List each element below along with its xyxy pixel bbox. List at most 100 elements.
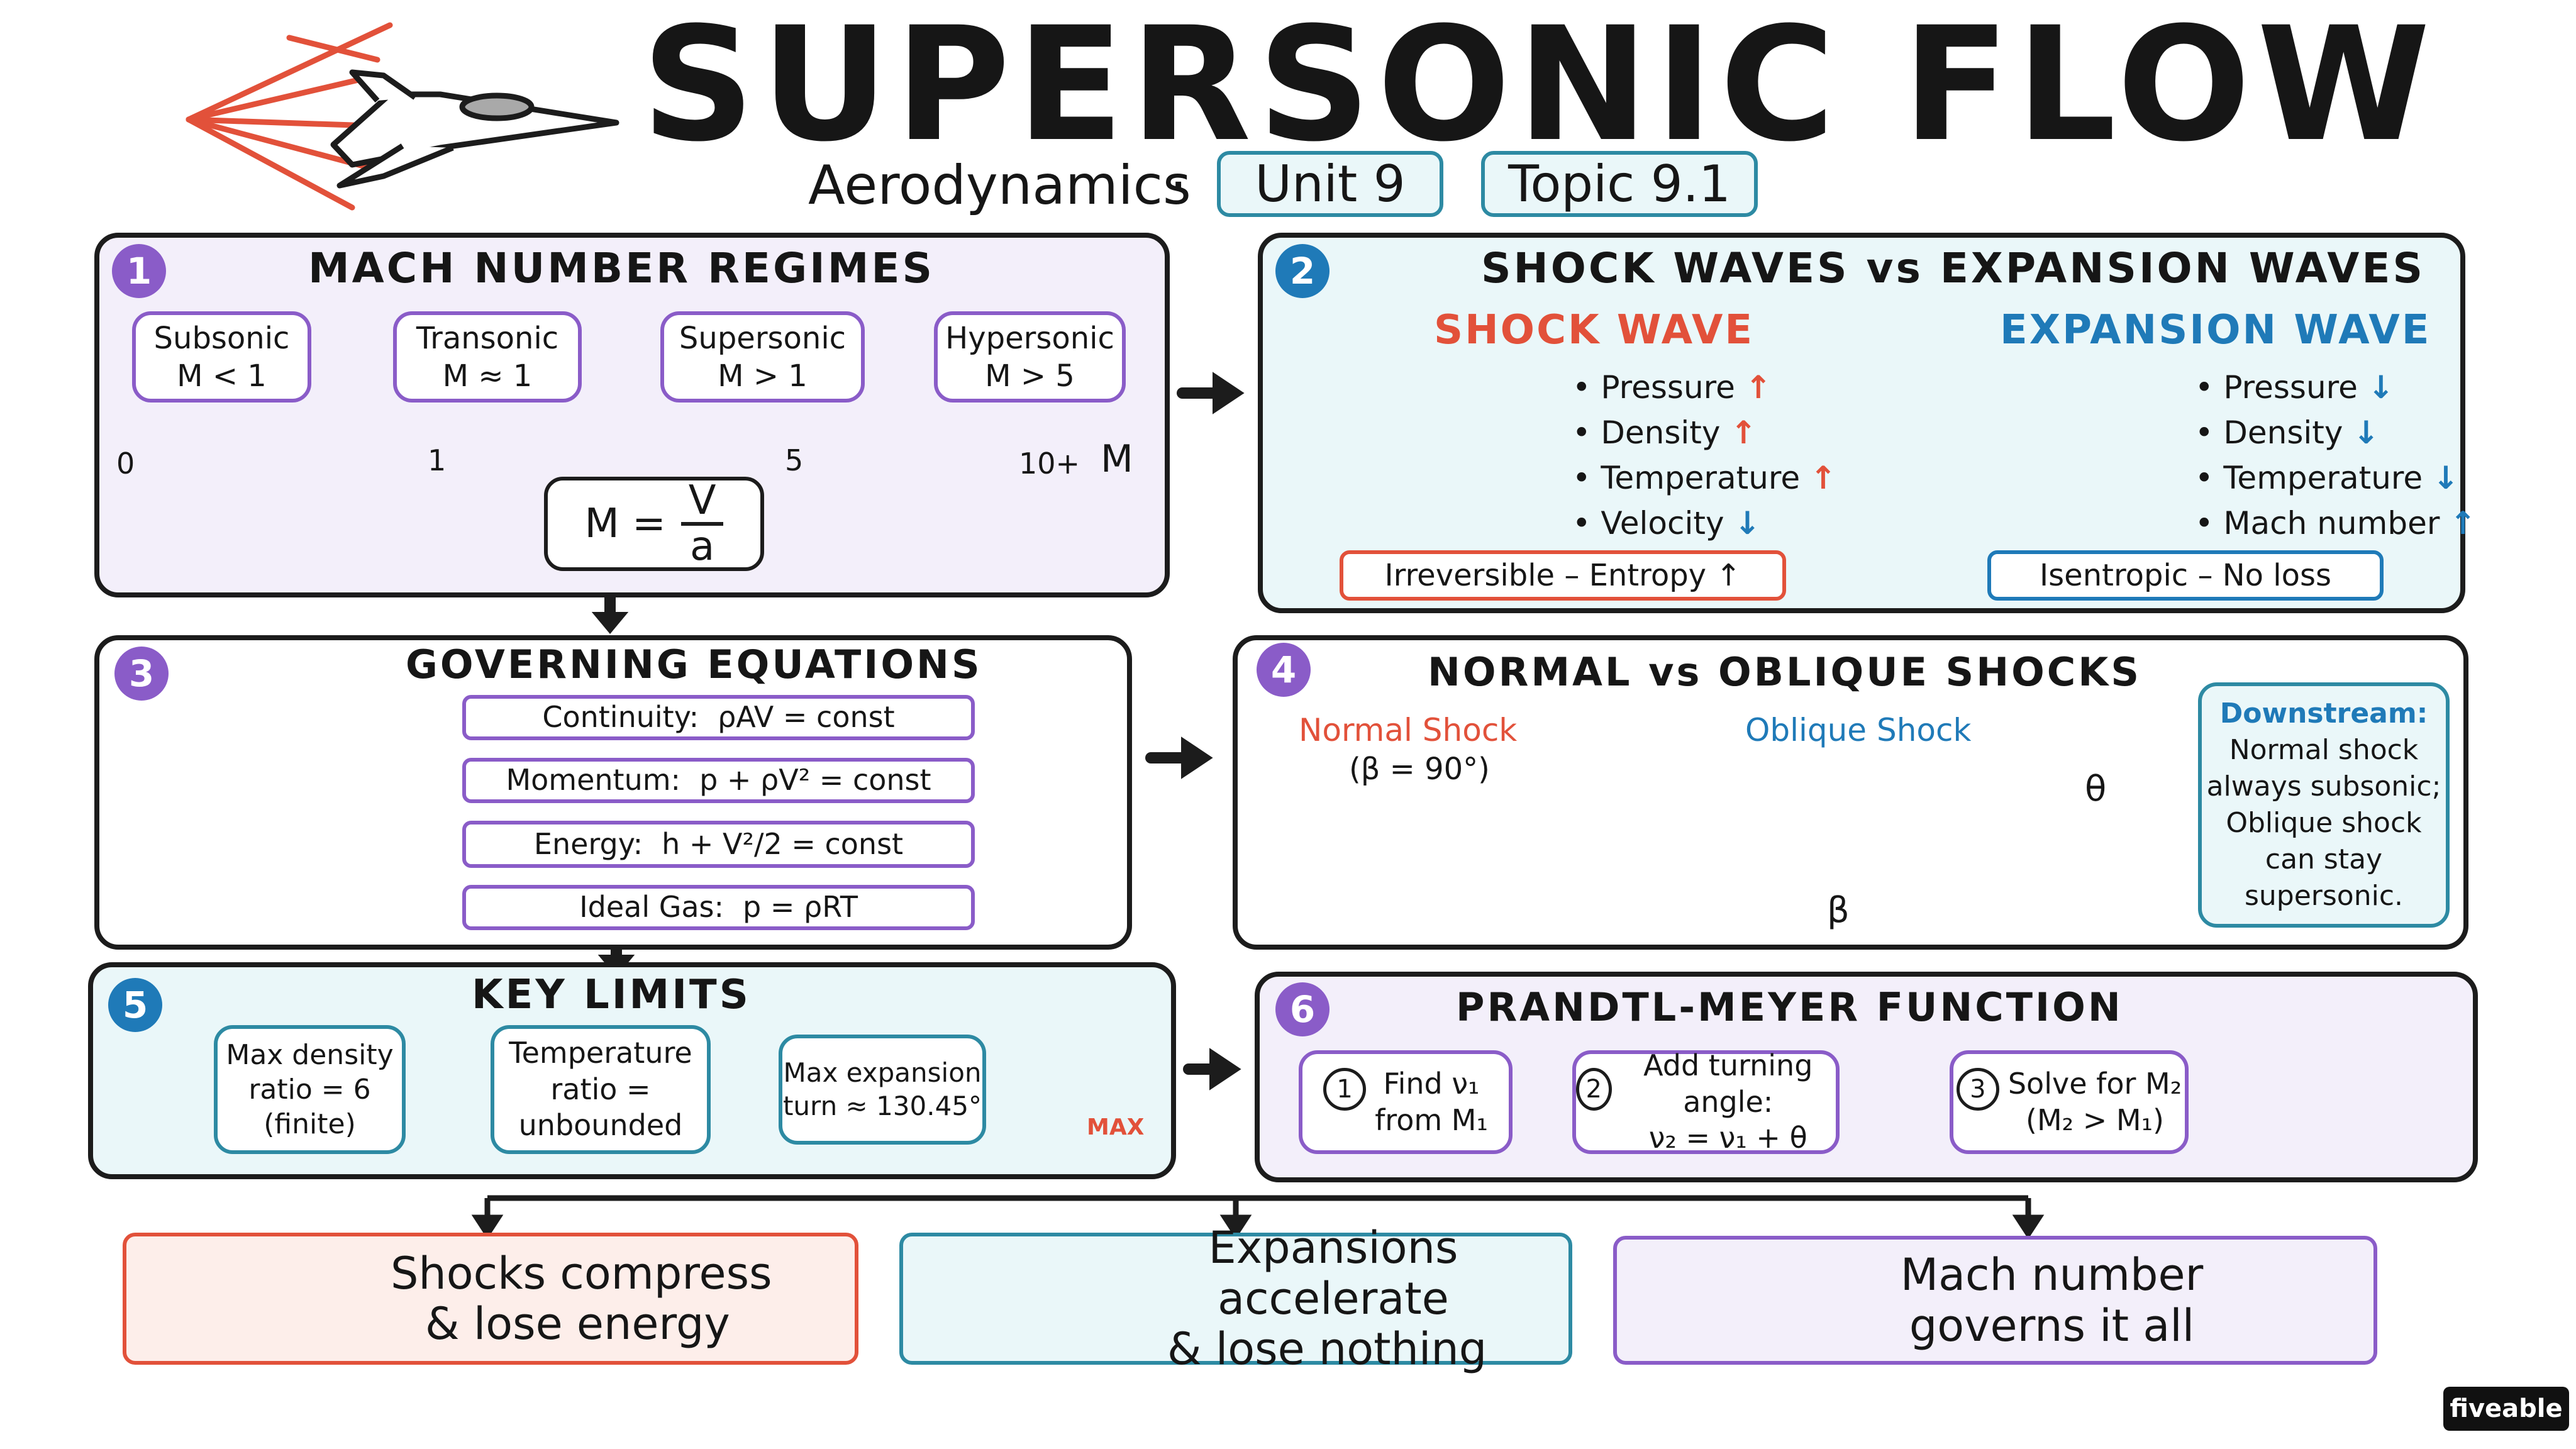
expansion-properties-list: • Pressure ↓ • Density ↓ • Temperature ↓… bbox=[2195, 365, 2476, 546]
panel3-title: GOVERNING EQUATIONS bbox=[406, 641, 982, 687]
limit-line: Max expansion bbox=[783, 1057, 982, 1088]
header-separator: · bbox=[1170, 154, 1187, 217]
panel3-number: 3 bbox=[114, 647, 169, 701]
downstream-title: Downstream: bbox=[2219, 697, 2428, 730]
shock-prop-temperature: • Temperature ↑ bbox=[1572, 460, 1836, 496]
brand-text: fiveable bbox=[2450, 1394, 2563, 1423]
equation-name: Ideal Gas: bbox=[579, 890, 724, 924]
expansion-note-text: Isentropic – No loss bbox=[2040, 558, 2331, 593]
formula-lhs: M = bbox=[584, 501, 666, 547]
limit-line: Max density bbox=[226, 1039, 394, 1071]
axis-tick-0: 0 bbox=[116, 447, 135, 480]
equation-name: Energy: bbox=[533, 826, 643, 861]
takeaway-expansions: Expansions accelerate & lose nothing bbox=[899, 1223, 1572, 1374]
equation-expression: p + ρV² = const bbox=[699, 763, 931, 797]
step-line: Find ν₁ bbox=[1383, 1067, 1480, 1101]
regime-subsonic: Subsonic M < 1 bbox=[132, 311, 311, 402]
exp-prop-mach: • Mach number ↑ bbox=[2195, 505, 2477, 541]
regime-name: Transonic bbox=[416, 320, 559, 356]
panel6-title: PRANDTL-MEYER FUNCTION bbox=[1456, 984, 2123, 1030]
axis-tick-1: 1 bbox=[428, 443, 447, 477]
step-number-badge: 2 bbox=[1576, 1068, 1612, 1111]
downstream-line: always subsonic; bbox=[2206, 770, 2441, 802]
jet-speed-lines-icon bbox=[186, 22, 393, 211]
panel-shock-vs-expansion bbox=[1258, 233, 2465, 613]
normal-shock-angle: (β = 90°) bbox=[1349, 752, 1490, 787]
regime-condition: M > 5 bbox=[985, 358, 1075, 394]
step-number-badge: 1 bbox=[1323, 1068, 1367, 1111]
shock-note: Irreversible – Entropy ↑ bbox=[1340, 550, 1786, 601]
shock-prop-density: • Density ↑ bbox=[1572, 414, 1757, 451]
beta-label: β bbox=[1827, 890, 1850, 931]
limit-line: Temperature bbox=[509, 1036, 692, 1070]
subject-label: Aerodynamics bbox=[808, 154, 1191, 217]
step-number-badge: 3 bbox=[1956, 1068, 1999, 1111]
oblique-shock-label: Oblique Shock bbox=[1745, 712, 1972, 748]
step-line: (M₂ > M₁) bbox=[2026, 1102, 2164, 1137]
exp-prop-temperature: • Temperature ↓ bbox=[2195, 460, 2459, 496]
regime-condition: M > 1 bbox=[718, 358, 808, 394]
exp-prop-pressure: • Pressure ↓ bbox=[2195, 369, 2394, 406]
step-line: ν₂ = ν₁ + θ bbox=[1648, 1121, 1807, 1155]
limit-temperature: Temperature ratio = unbounded bbox=[491, 1025, 711, 1154]
jet-icon bbox=[330, 69, 619, 189]
step-solve-m2: 3 Solve for M₂ (M₂ > M₁) bbox=[1950, 1050, 2189, 1154]
page-title: SUPERSONIC FLOW bbox=[641, 0, 2437, 176]
shock-wave-heading: SHOCK WAVE bbox=[1434, 307, 1755, 353]
equation-momentum: Momentum: p + ρV² = const bbox=[462, 758, 975, 803]
step-find-nu1: 1 Find ν₁ from M₁ bbox=[1299, 1050, 1513, 1154]
expansion-note: Isentropic – No loss bbox=[1987, 550, 2384, 601]
takeaway-shocks: Shocks compress & lose energy bbox=[123, 1233, 858, 1365]
equation-expression: p = ρRT bbox=[743, 890, 858, 924]
limit-line: turn ≈ 130.45° bbox=[782, 1090, 982, 1121]
shock-properties-list: • Pressure ↑ • Density ↑ • Temperature ↑… bbox=[1572, 365, 1836, 546]
downstream-note: Downstream: Normal shock always subsonic… bbox=[2198, 682, 2450, 928]
takeaway-line: & lose energy bbox=[425, 1298, 730, 1350]
shock-prop-velocity: • Velocity ↓ bbox=[1572, 505, 1761, 541]
unit-badge: Unit 9 bbox=[1217, 151, 1443, 217]
topic-badge: Topic 9.1 bbox=[1481, 151, 1758, 217]
equation-name: Momentum: bbox=[506, 763, 681, 797]
limit-line: unbounded bbox=[518, 1108, 683, 1143]
expansion-wave-heading: EXPANSION WAVE bbox=[2000, 307, 2431, 353]
axis-tick-10: 10+ bbox=[1019, 447, 1080, 480]
panel4-title: NORMAL vs OBLIQUE SHOCKS bbox=[1428, 649, 2141, 695]
panel4-number: 4 bbox=[1257, 643, 1311, 697]
limit-line: (finite) bbox=[264, 1108, 356, 1140]
formula-denominator: a bbox=[689, 523, 715, 570]
gauge-max-label: MAX bbox=[1087, 1114, 1145, 1140]
shock-note-text: Irreversible – Entropy ↑ bbox=[1384, 558, 1741, 593]
limit-line: ratio = bbox=[550, 1072, 651, 1106]
unit-label: Unit 9 bbox=[1255, 154, 1406, 213]
panel5-title: KEY LIMITS bbox=[472, 972, 751, 1018]
takeaway-mach: Mach number governs it all bbox=[1613, 1236, 2377, 1365]
regime-condition: M < 1 bbox=[177, 358, 267, 394]
downstream-line: Normal shock bbox=[2229, 733, 2419, 766]
panel1-title: MACH NUMBER REGIMES bbox=[308, 244, 935, 292]
regime-hypersonic: Hypersonic M > 5 bbox=[934, 311, 1126, 402]
normal-shock-label: Normal Shock bbox=[1299, 712, 1518, 748]
regime-transonic: Transonic M ≈ 1 bbox=[393, 311, 582, 402]
takeaway-line: Shocks compress bbox=[391, 1247, 772, 1299]
equation-energy: Energy: h + V²/2 = const bbox=[462, 821, 975, 868]
equation-continuity: Continuity: ρAV = const bbox=[462, 695, 975, 740]
panel2-number: 2 bbox=[1275, 244, 1330, 298]
limit-expansion: Max expansion turn ≈ 130.45° bbox=[779, 1035, 986, 1145]
step-line: Solve for M₂ bbox=[2007, 1067, 2182, 1101]
equation-ideal-gas: Ideal Gas: p = ρRT bbox=[462, 885, 975, 930]
step-line: from M₁ bbox=[1375, 1102, 1488, 1137]
panel5-number: 5 bbox=[108, 978, 162, 1032]
axis-label-m: M bbox=[1101, 437, 1133, 481]
takeaway-line: & lose nothing bbox=[1167, 1323, 1487, 1375]
mach-formula: M = V a bbox=[544, 477, 764, 571]
panel6-number: 6 bbox=[1275, 982, 1330, 1036]
step-add-turning: 2 Add turning angle: ν₂ = ν₁ + θ bbox=[1572, 1048, 1840, 1155]
axis-tick-5: 5 bbox=[785, 443, 804, 477]
takeaway-line: Expansions accelerate bbox=[1208, 1222, 1458, 1324]
exp-prop-density: • Density ↓ bbox=[2195, 414, 2380, 451]
regime-name: Hypersonic bbox=[945, 320, 1114, 356]
shock-prop-pressure: • Pressure ↑ bbox=[1572, 369, 1772, 406]
step-line: Add turning angle: bbox=[1643, 1048, 1813, 1119]
regime-supersonic: Supersonic M > 1 bbox=[660, 311, 865, 402]
brand-logo: fiveable bbox=[2443, 1387, 2569, 1431]
